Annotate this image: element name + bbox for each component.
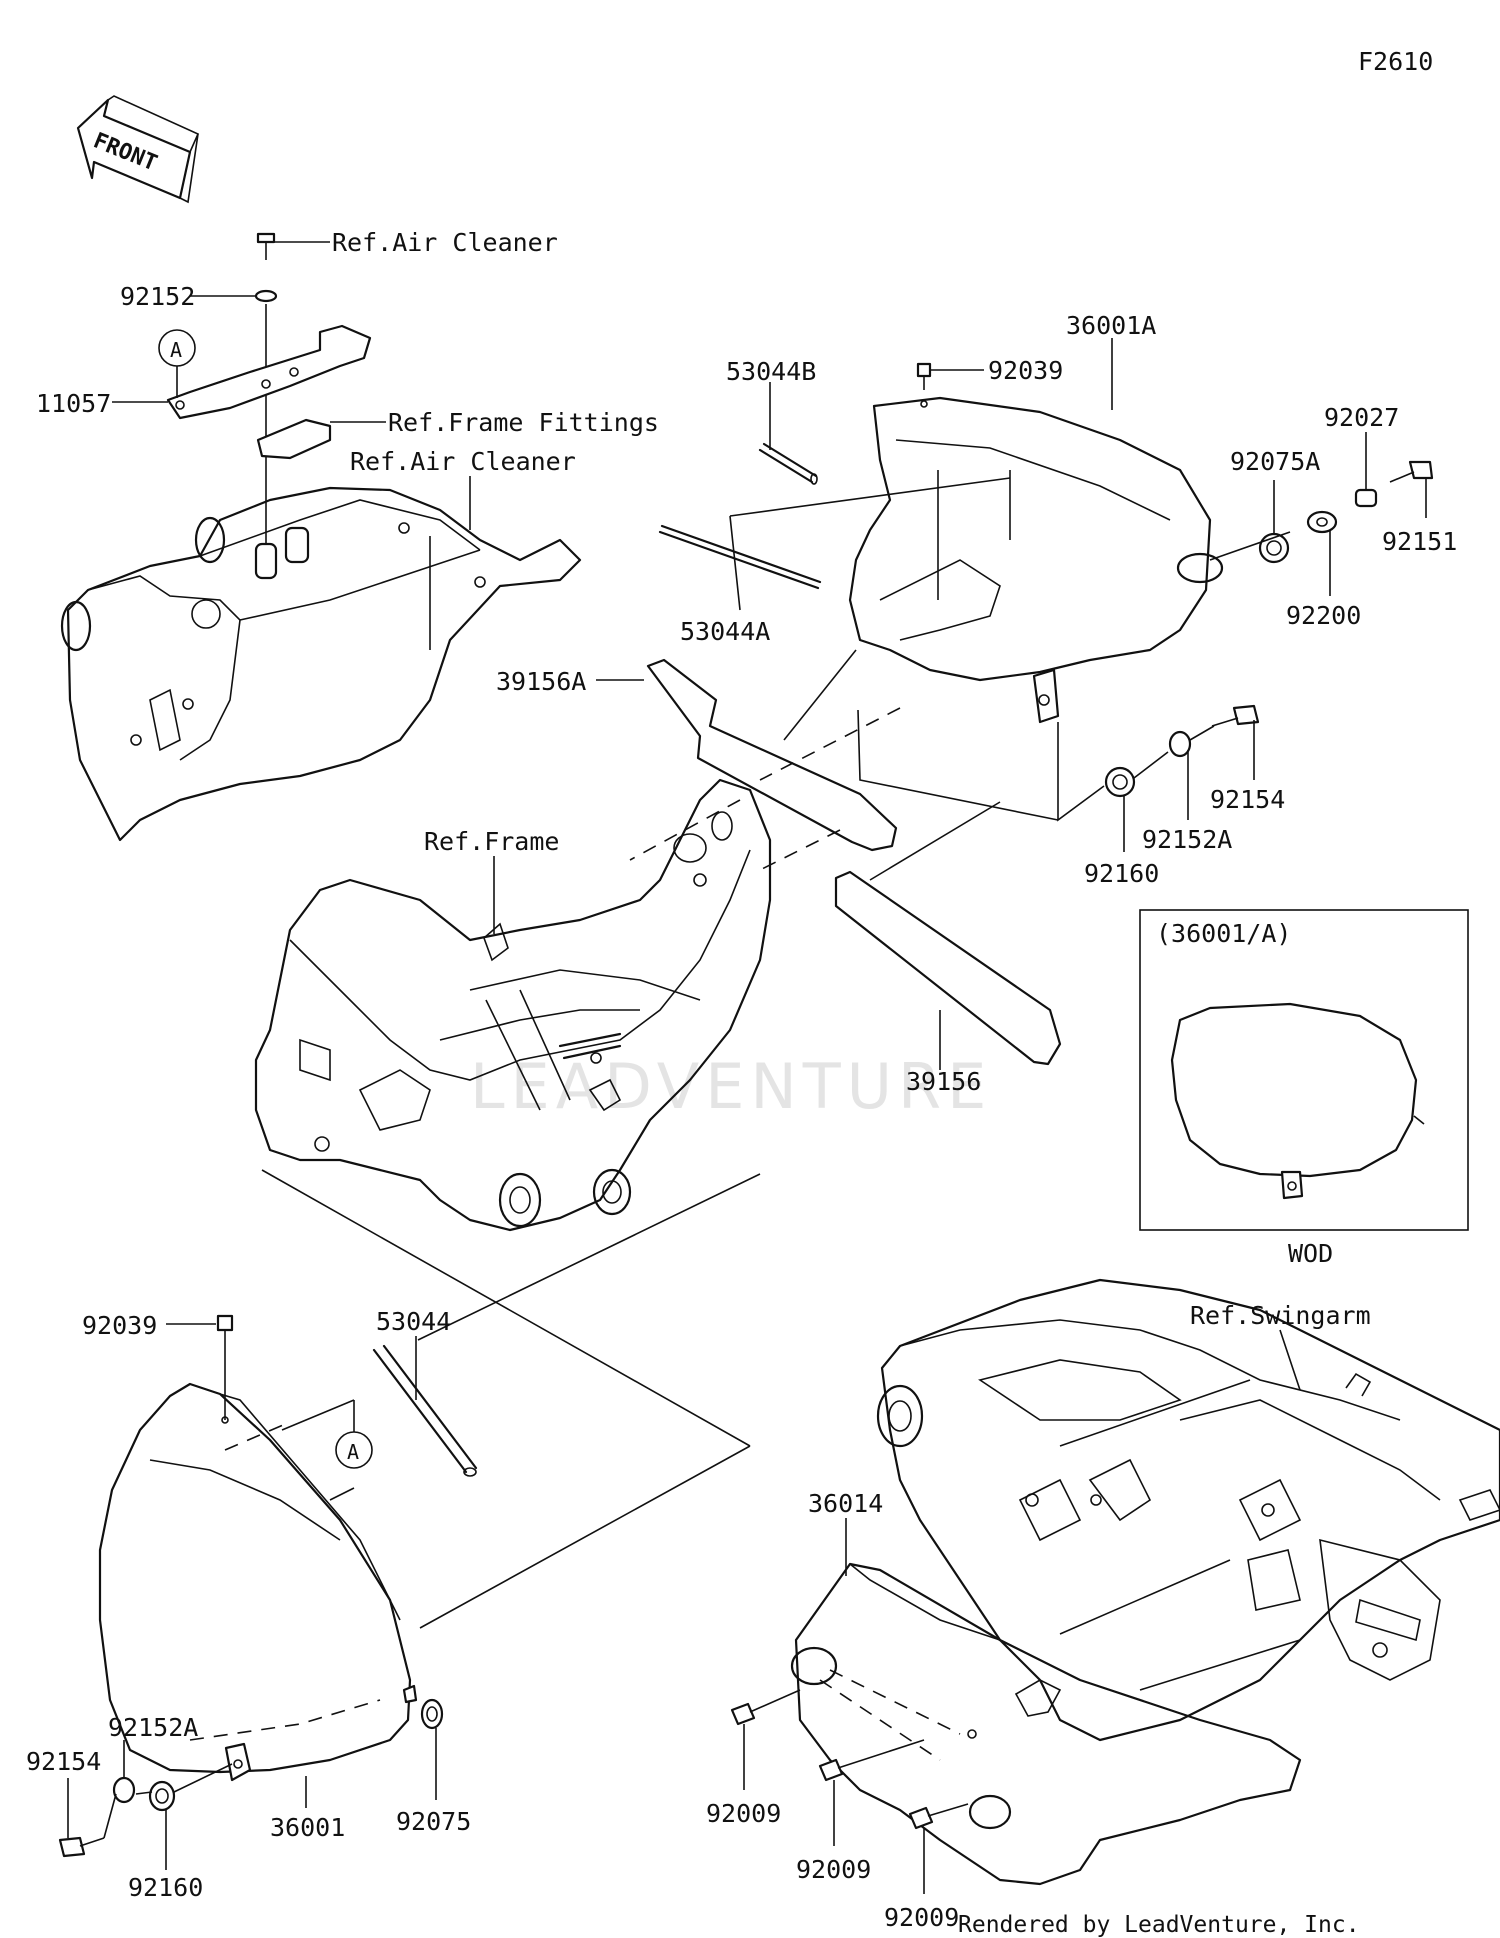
label-92075A: 92075A	[1230, 447, 1320, 476]
label-53044A: 53044A	[680, 617, 770, 646]
swingarm-icon	[876, 1278, 1500, 1742]
cover-36001A-icon	[848, 396, 1224, 724]
frame-fitting-icon	[256, 418, 332, 460]
label-92039-bottom: 92039	[82, 1311, 157, 1340]
label-92151: 92151	[1382, 527, 1457, 556]
label-39156: 39156	[906, 1067, 981, 1096]
bolt-92151-icon	[1389, 460, 1434, 518]
collar-92027-icon	[1354, 432, 1378, 508]
label-92152: 92152	[120, 282, 195, 311]
front-arrow-icon: FRONT	[76, 95, 200, 204]
label-92039-top: 92039	[988, 356, 1063, 385]
label-92160-right: 92160	[1084, 859, 1159, 888]
frame-icon	[254, 778, 772, 1232]
bracket-11057-icon	[166, 324, 372, 420]
screw-92009-1-icon	[730, 1689, 801, 1790]
label-92009-2: 92009	[796, 1855, 871, 1884]
label-92009-1: 92009	[706, 1799, 781, 1828]
label-92027: 92027	[1324, 403, 1399, 432]
screw-92009-3-icon	[908, 1803, 969, 1894]
bolt-92154-left-icon	[58, 1778, 105, 1858]
label-39156A: 39156A	[496, 667, 586, 696]
washer-92152A-left-icon	[112, 1740, 136, 1804]
label-ref-frame-fittings: Ref.Frame Fittings	[388, 408, 659, 437]
label-92154-right: 92154	[1210, 785, 1285, 814]
label-36014: 36014	[808, 1489, 883, 1518]
callout-a-bottom: A	[335, 1400, 373, 1469]
label-92075: 92075	[396, 1807, 471, 1836]
chain-case-36014-icon	[790, 1562, 1302, 1886]
label-92160-left: 92160	[128, 1873, 203, 1902]
screw-92009-2-icon	[818, 1739, 925, 1846]
label-53044B: 53044B	[726, 357, 816, 386]
label-92152A-right: 92152A	[1142, 825, 1232, 854]
bolt-92154-right-icon	[1211, 704, 1260, 780]
washer-92152A-right-icon	[1168, 730, 1192, 820]
inset-box: (36001/A) WOD	[1139, 909, 1469, 1268]
clip-92039-top-icon	[916, 362, 932, 390]
label-11057: 11057	[36, 389, 111, 418]
label-36001A: 36001A	[1066, 311, 1156, 340]
label-53044: 53044	[376, 1307, 451, 1336]
rod-53044A-icon	[658, 524, 822, 590]
label-ref-swingarm: Ref.Swingarm	[1190, 1301, 1371, 1330]
footer-credit: Rendered by LeadVenture, Inc.	[958, 1912, 1360, 1938]
rubber-39156-icon	[834, 870, 1062, 1066]
clip-92039-bottom-icon	[216, 1314, 234, 1346]
label-ref-frame: Ref.Frame	[424, 827, 559, 856]
air-cleaner-icon	[60, 486, 582, 842]
washer-92152-icon	[254, 289, 278, 303]
grommet-92160-left-icon	[148, 1780, 176, 1870]
label-ref-air-cleaner-top: Ref.Air Cleaner	[332, 228, 558, 257]
svg-text:A: A	[170, 338, 182, 362]
label-36001: 36001	[270, 1813, 345, 1842]
watermark: LEADVENTURE	[470, 1050, 992, 1123]
inset-caption: WOD	[1288, 1239, 1333, 1268]
grommet-92160-right-icon	[1104, 766, 1136, 852]
figure-code: F2610	[1358, 47, 1433, 76]
rod-53044B-icon	[758, 442, 818, 485]
grommet-92075A-icon	[1258, 480, 1290, 564]
rod-53044-icon	[372, 1344, 478, 1477]
svg-text:A: A	[347, 1440, 359, 1464]
label-92152A-left: 92152A	[108, 1713, 198, 1742]
label-ref-air-cleaner: Ref.Air Cleaner	[350, 447, 576, 476]
bolt-icon	[256, 232, 276, 260]
label-92200: 92200	[1286, 601, 1361, 630]
label-92009-3: 92009	[884, 1903, 959, 1932]
cover-36001-icon	[98, 1382, 418, 1782]
grommet-92075-icon	[420, 1698, 444, 1800]
callout-a-top: A	[158, 329, 196, 398]
label-92154-left: 92154	[26, 1747, 101, 1776]
inset-title: (36001/A)	[1156, 919, 1291, 948]
washer-92200-icon	[1306, 510, 1338, 596]
rubber-39156A-icon	[646, 658, 898, 852]
